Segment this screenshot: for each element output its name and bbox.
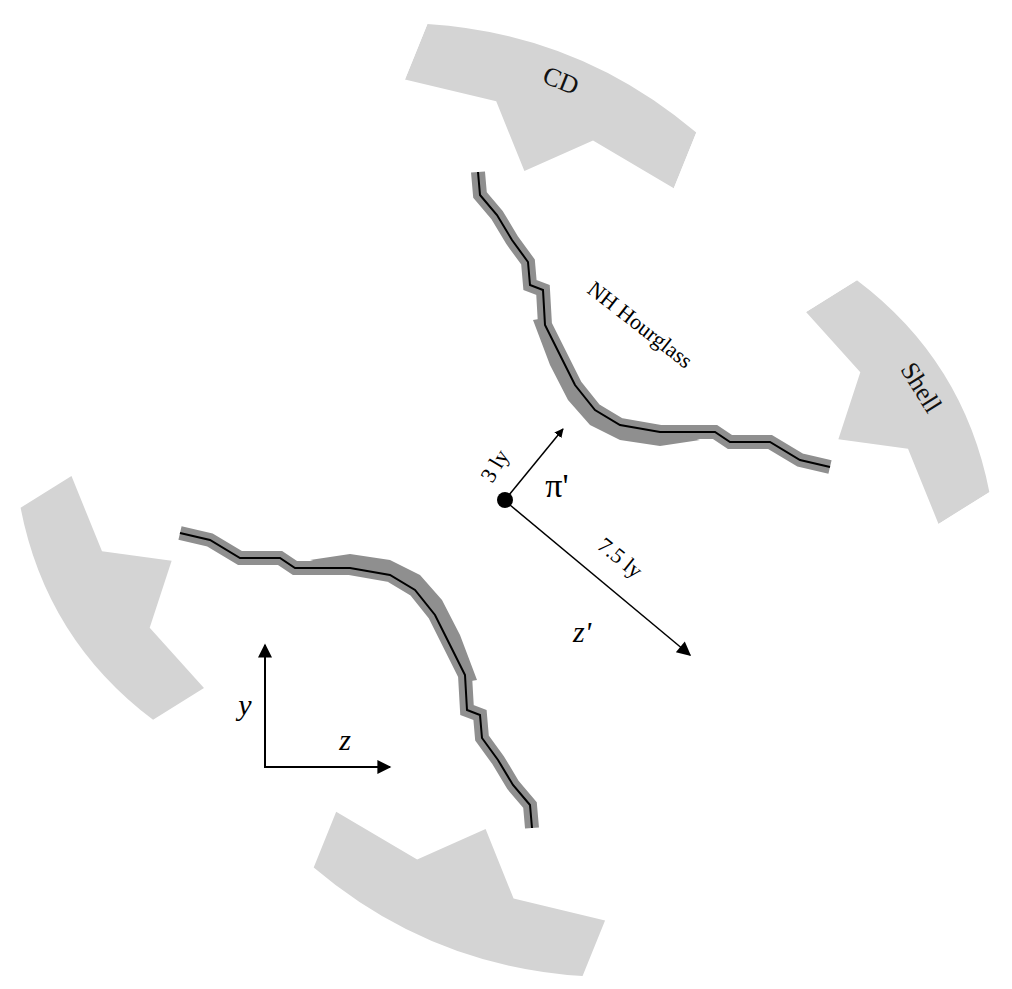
- axis-name: z: [339, 725, 351, 755]
- z-axis: [264, 766, 390, 768]
- axis-name: y: [238, 690, 251, 720]
- band-fill: [390, 2, 705, 226]
- axis-name: z': [573, 617, 591, 647]
- axis-arrow: [510, 505, 690, 655]
- shell-shape: [0, 455, 238, 733]
- cd-shape: CD: [382, 0, 707, 244]
- band-fill: [772, 267, 1010, 545]
- structure-name: NH Hourglass: [584, 278, 697, 373]
- cd-shape: [305, 775, 620, 989]
- axis-name: π': [545, 469, 568, 503]
- shell-shape: Shell: [755, 264, 1012, 555]
- band-outline: [382, 0, 707, 244]
- dimension: 3 ly: [477, 446, 513, 486]
- south-lobe: [180, 533, 532, 828]
- north-lobe: [478, 172, 830, 467]
- band-outline: [755, 264, 1012, 555]
- central-star: [497, 492, 513, 508]
- y-axis: [264, 645, 266, 767]
- dimension: 7.5 ly: [594, 534, 647, 583]
